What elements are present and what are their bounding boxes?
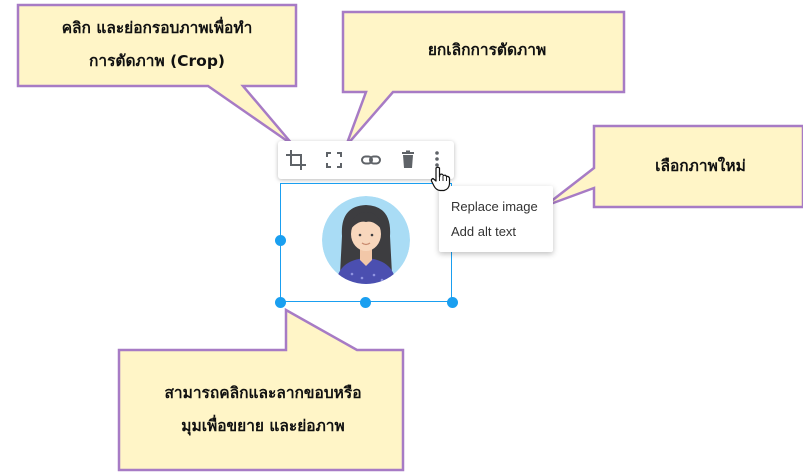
- fullscreen-icon[interactable]: [322, 148, 346, 172]
- crop-icon[interactable]: [284, 148, 308, 172]
- delete-icon[interactable]: [396, 148, 420, 172]
- callout-cancel-text: ยกเลิกการตัดภาพ: [348, 34, 626, 67]
- callout-replace-line-1: เลือกภาพใหม่: [655, 157, 746, 175]
- image-toolbar: [278, 141, 454, 179]
- callout-crop-text: คลิก และย่อกรอบภาพเพื่อทำ การตัดภาพ (Cro…: [24, 12, 290, 78]
- hand-cursor-icon: [430, 166, 451, 192]
- link-icon[interactable]: [359, 148, 383, 172]
- resize-handle-bottom-left[interactable]: [275, 297, 286, 308]
- callout-resize-text: สามารถคลิกและลากขอบหรือ มุมเพื่อขยาย และ…: [122, 377, 404, 443]
- resize-handle-bottom-middle[interactable]: [360, 297, 371, 308]
- more-vertical-icon[interactable]: [425, 148, 449, 172]
- callout-crop-line-2: การตัดภาพ (Crop): [88, 52, 225, 70]
- menu-item-add-alt-text[interactable]: Add alt text: [451, 224, 517, 239]
- callout-resize-line-1: สามารถคลิกและลากขอบหรือ: [164, 384, 362, 402]
- callout-crop-line-1: คลิก และย่อกรอบภาพเพื่อทำ: [61, 19, 253, 37]
- resize-handle-bottom-right[interactable]: [447, 297, 458, 308]
- avatar-image: [322, 196, 410, 284]
- callout-resize-line-2: มุมเพื่อขยาย และย่อภาพ: [181, 417, 345, 435]
- callout-replace-text: เลือกภาพใหม่: [598, 150, 803, 183]
- resize-handle-middle-left[interactable]: [275, 235, 286, 246]
- callout-cancel-shape: [341, 10, 626, 147]
- menu-item-replace-image[interactable]: Replace image: [451, 199, 538, 214]
- image-options-menu: Replace image Add alt text: [439, 186, 553, 252]
- callout-cancel-line-1: ยกเลิกการตัดภาพ: [427, 41, 547, 59]
